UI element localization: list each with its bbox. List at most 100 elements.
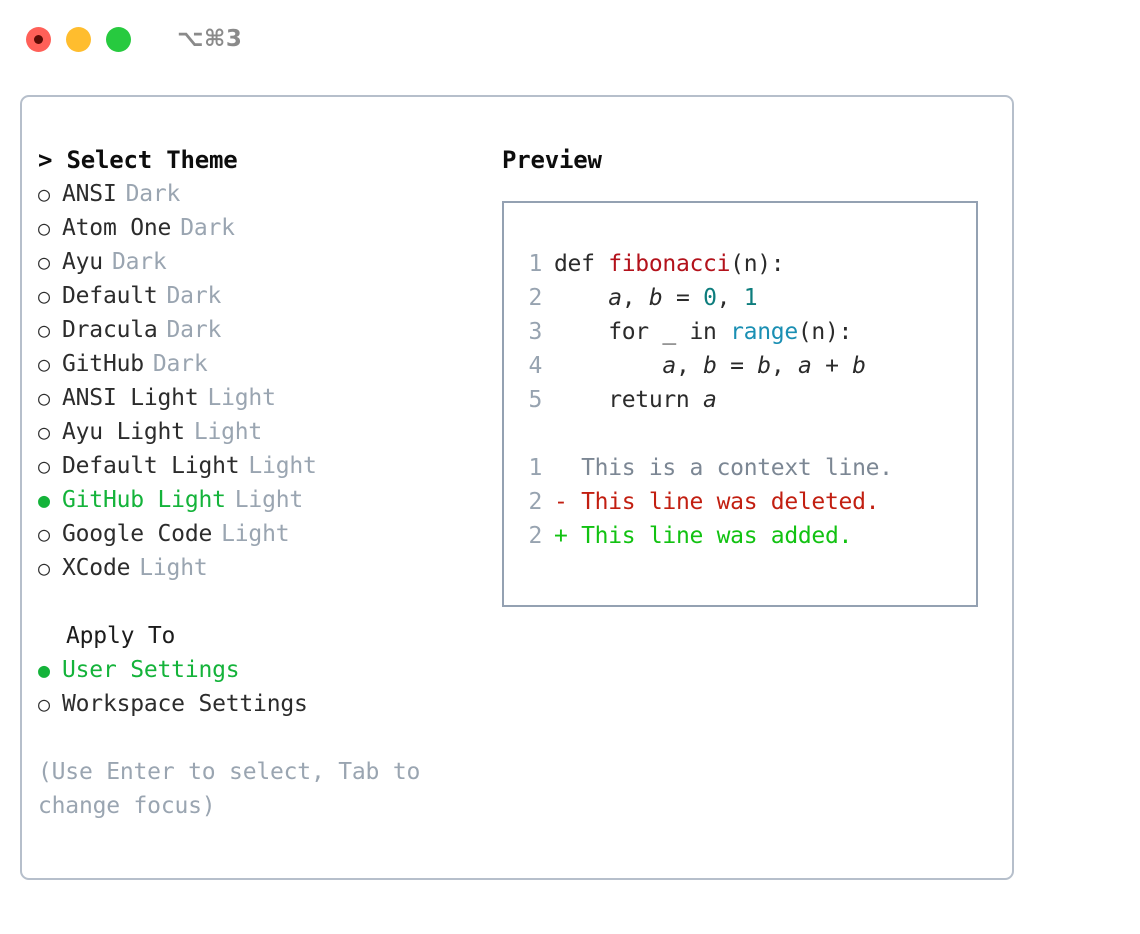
apply-to-option-workspace-settings[interactable]: ○Workspace Settings [38, 687, 488, 721]
radio-selected-icon: ● [38, 488, 50, 512]
diff-sign: - [554, 489, 568, 515]
radio-unselected-icon: ○ [38, 386, 50, 410]
code-line-text: for _ in range(n): [554, 315, 852, 349]
radio-unselected-icon: ○ [38, 352, 50, 376]
close-button[interactable] [26, 26, 51, 52]
theme-option-badge: Dark [111, 249, 167, 275]
radio-unselected-icon: ○ [38, 216, 50, 240]
code-line-number: 4 [528, 353, 542, 379]
title-bar: ⌥⌘3 [0, 0, 1140, 78]
theme-option-badge: Dark [125, 181, 181, 207]
code-token-var: b [757, 353, 771, 379]
theme-option-badge: Dark [166, 283, 222, 309]
theme-option-badge: Dark [152, 351, 208, 377]
maximize-button[interactable] [106, 26, 131, 52]
theme-option-label: Default Light [62, 453, 240, 479]
code-token-plain: , [716, 285, 744, 311]
code-token-call: range [730, 319, 798, 345]
code-line-text: a, b = b, a + b [554, 349, 866, 383]
radio-unselected-icon: ○ [38, 318, 50, 342]
radio-unselected-icon: ○ [38, 692, 50, 716]
theme-option-github[interactable]: ○ GitHub Dark [38, 347, 488, 381]
theme-option-label: ANSI [62, 181, 117, 207]
diff-sign: + [554, 523, 568, 549]
code-token-var: b [703, 353, 717, 379]
keyboard-hint-line-2: change focus) [38, 793, 216, 819]
code-token-plain: + [811, 353, 853, 379]
diff-gap [568, 451, 582, 485]
code-line: 5 return a [520, 383, 976, 417]
theme-option-badge: Light [207, 385, 276, 411]
code-line-number: 5 [528, 387, 542, 413]
code-token-plain: = [716, 353, 758, 379]
code-token-plain: for _ in [554, 319, 731, 345]
code-line-text: return a [554, 383, 717, 417]
apply-to-option-user-settings[interactable]: ● User Settings [38, 653, 488, 687]
preview-heading: Preview [502, 146, 602, 174]
theme-option-badge: Light [221, 521, 290, 547]
code-token-plain [554, 353, 662, 379]
code-token-plain: , [770, 353, 798, 379]
diff-line-text: This line was deleted. [581, 489, 880, 515]
diff-line-del: 2- This line was deleted. [520, 485, 976, 519]
code-token-var: a [608, 285, 622, 311]
apply-to-list[interactable]: ● User Settings ○Workspace Settings [38, 653, 488, 721]
theme-option-badge: Dark [180, 215, 235, 241]
apply-to-section: Apply To ● User Settings ○Workspace Settin… [38, 619, 488, 721]
diff-gap [568, 519, 582, 553]
diff-sample: 1 This is a context line.2- This line wa… [520, 451, 976, 553]
code-token-var: b [648, 285, 663, 311]
theme-option-label: Dracula [62, 317, 158, 343]
window-controls [26, 26, 131, 52]
theme-option-label: Ayu [62, 249, 103, 275]
code-token-num: 1 [743, 285, 758, 311]
theme-option-badge: Light [193, 419, 263, 445]
theme-option-label: Atom One [62, 215, 172, 241]
code-token-plain: (n): [797, 319, 853, 345]
apply-to-heading: Apply To [66, 623, 176, 649]
theme-option-atom-one[interactable]: ○ Atom One Dark [38, 211, 488, 245]
code-token-plain: , [621, 285, 649, 311]
code-line-number: 1 [528, 251, 542, 277]
diff-line-add: 2+ This line was added. [520, 519, 976, 553]
code-token-plain: , [675, 353, 704, 379]
diff-line-number: 1 [528, 455, 542, 481]
diff-line-text: This line was added. [581, 523, 853, 549]
code-token-var: a [662, 353, 676, 379]
theme-option-label: Default [62, 283, 158, 309]
theme-option-label: GitHub [62, 351, 144, 377]
code-line: 3 for _ in range(n): [520, 315, 976, 349]
code-line-number: 2 [528, 285, 542, 311]
radio-unselected-icon: ○ [38, 556, 50, 580]
theme-option-label: ANSI Light [62, 385, 199, 411]
diff-gap [568, 485, 582, 519]
theme-option-ansi-light[interactable]: ○ ANSI Light Light [38, 381, 488, 415]
code-token-kw: def [554, 251, 609, 277]
theme-option-badge: Dark [166, 317, 222, 343]
apply-to-option-label: User Settings [62, 657, 240, 683]
theme-option-dracula[interactable]: ○ Dracula Dark [38, 313, 488, 347]
diff-line-number: 2 [528, 489, 542, 515]
radio-selected-icon: ● [38, 658, 50, 682]
theme-option-badge: Light [139, 555, 208, 581]
keyboard-shortcut-label: ⌥⌘3 [177, 26, 243, 52]
minimize-button[interactable] [66, 26, 91, 52]
code-line: 4 a, b = b, a + b [520, 349, 976, 383]
theme-option-label: XCode [62, 555, 131, 581]
theme-option-xcode[interactable]: ○ XCode Light [38, 551, 488, 585]
theme-option-label: GitHub Light [62, 487, 226, 513]
code-line: 2 a, b = 0, 1 [520, 281, 976, 315]
radio-unselected-icon: ○ [38, 454, 50, 478]
